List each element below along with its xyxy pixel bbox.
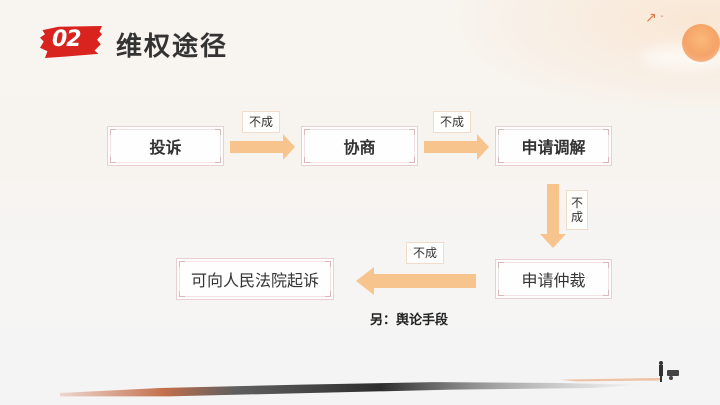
edge-label-char: 成	[570, 210, 583, 224]
background-warm-glow	[0, 0, 720, 200]
node-label: 申请仲裁	[521, 271, 586, 290]
ink-brush-landscape	[60, 378, 660, 397]
sun-decoration	[682, 24, 720, 62]
arrow-right-icon	[230, 134, 295, 160]
node-label: 投诉	[149, 138, 182, 157]
edge-label-fail-vertical: 不 成	[566, 190, 588, 230]
bird-icon: ˇ	[660, 15, 664, 24]
edge-label-fail: 不成	[406, 242, 444, 264]
edge-label-fail: 不成	[433, 111, 471, 133]
flow-node-mediation: 申请调解	[495, 126, 612, 166]
edge-label-char: 不	[570, 196, 583, 210]
flow-node-lawsuit: 可向人民法院起诉	[176, 258, 334, 300]
brush-stroke-shape	[40, 26, 102, 58]
node-label: 申请调解	[521, 138, 586, 157]
section-number: 02	[52, 27, 82, 52]
arrow-right-icon	[424, 134, 489, 160]
node-label: 协商	[343, 138, 376, 157]
section-badge: 02	[40, 24, 102, 58]
node-label: 可向人民法院起诉	[190, 271, 319, 290]
flow-node-complaint: 投诉	[107, 126, 224, 166]
bird-icon: ↗	[645, 10, 657, 26]
flow-node-arbitration: 申请仲裁	[495, 259, 612, 299]
arrow-down-icon	[540, 184, 566, 248]
footnote-public-opinion: 另：舆论手段	[370, 313, 449, 328]
edge-label-fail: 不成	[242, 111, 280, 133]
slide-title: 维权途径	[116, 32, 229, 62]
fisherman-figure	[659, 361, 679, 382]
flow-node-negotiate: 协商	[301, 126, 418, 166]
arrow-left-icon	[356, 267, 476, 295]
